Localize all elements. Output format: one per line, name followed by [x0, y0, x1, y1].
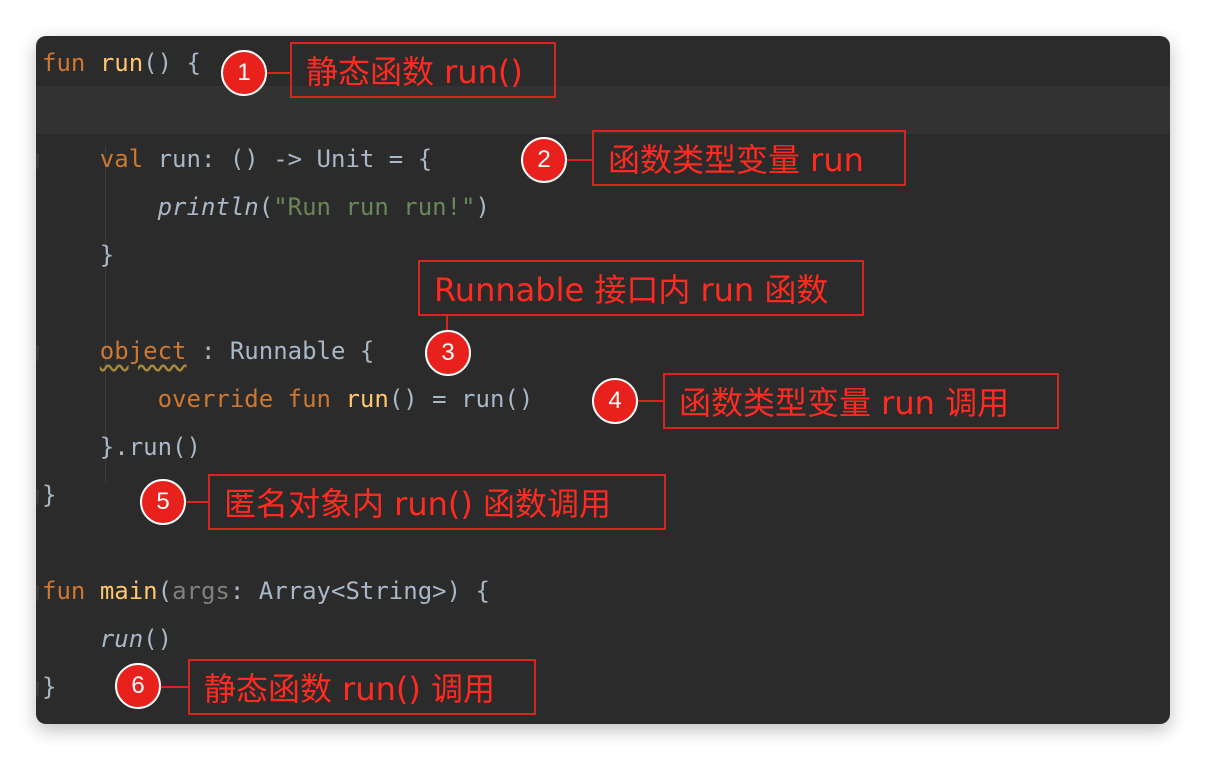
code-editor[interactable]: fun run() { val run: () -> Unit = { prin…: [36, 36, 1170, 724]
code-text: () = run(): [388, 385, 534, 413]
code-text: () {: [143, 49, 201, 77]
annotation-badge-3: 3: [425, 330, 471, 376]
fold-marker[interactable]: [36, 681, 39, 697]
code-text: ): [475, 193, 490, 221]
annotation-label-1: 静态函数 run(): [290, 42, 556, 98]
code-line-14[interactable]: }: [42, 663, 56, 711]
keyword-fun: fun: [287, 385, 331, 413]
annotation-connector: [267, 72, 290, 74]
parameter-args: args: [172, 577, 230, 605]
code-line-8[interactable]: override fun run() = run(): [42, 375, 534, 423]
code-text: (: [157, 577, 173, 605]
code-line-10[interactable]: }: [42, 471, 56, 519]
code-line-4[interactable]: println("Run run run!"): [42, 183, 490, 231]
annotation-label-6: 静态函数 run() 调用: [188, 659, 536, 715]
keyword-object: object: [99, 337, 187, 365]
code-line-1[interactable]: fun run() {: [42, 39, 201, 87]
code-line-5[interactable]: }: [42, 231, 114, 279]
code-text: }.run(): [99, 433, 201, 461]
function-name-main: main: [99, 577, 158, 605]
string-literal: "Run run run!": [273, 193, 476, 221]
code-text: run: () -> Unit = {: [143, 145, 433, 173]
annotation-badge-5: 5: [140, 479, 186, 525]
code-line-12[interactable]: fun main(args: Array<String>) {: [42, 567, 490, 615]
function-call-run: run: [99, 625, 144, 653]
annotation-label-2: 函数类型变量 run: [592, 130, 906, 186]
keyword-override: override: [157, 385, 274, 413]
code-text: : Array<String>) {: [229, 577, 490, 605]
function-name-run: run: [99, 49, 144, 77]
fold-marker[interactable]: [36, 585, 39, 601]
code-line-9[interactable]: }.run(): [42, 423, 201, 471]
annotation-connector: [161, 686, 188, 688]
function-call-println: println: [157, 193, 259, 221]
annotation-connector: [567, 159, 592, 161]
code-text: }: [42, 673, 57, 701]
code-text: (): [143, 625, 173, 653]
indent-guide: [105, 386, 106, 482]
fold-marker[interactable]: [36, 153, 39, 169]
annotation-badge-1: 1: [221, 50, 267, 96]
annotation-badge-2: 2: [521, 137, 567, 183]
keyword-fun: fun: [42, 49, 86, 77]
code-text: }: [42, 481, 57, 509]
annotation-badge-4: 4: [592, 378, 638, 424]
fold-marker[interactable]: [36, 489, 39, 505]
code-text: : Runnable {: [186, 337, 375, 365]
indent-guide: [105, 146, 106, 476]
keyword-fun: fun: [42, 577, 86, 605]
annotation-label-3: Runnable 接口内 run 函数: [418, 260, 864, 316]
annotation-badge-6: 6: [115, 663, 161, 709]
annotation-connector: [638, 400, 663, 402]
annotation-connector: [446, 316, 448, 330]
code-line-7[interactable]: object : Runnable {: [42, 327, 375, 375]
code-text: }: [99, 241, 115, 269]
keyword-val: val: [99, 145, 144, 173]
code-text: (: [258, 193, 274, 221]
code-line-3[interactable]: val run: () -> Unit = {: [42, 135, 432, 183]
annotation-label-5: 匿名对象内 run() 函数调用: [208, 474, 666, 530]
current-line-highlight: [36, 86, 1170, 134]
function-name-run: run: [345, 385, 389, 413]
annotation-connector: [186, 501, 208, 503]
fold-marker[interactable]: [36, 345, 39, 361]
annotation-label-4: 函数类型变量 run 调用: [663, 373, 1059, 429]
code-line-13[interactable]: run(): [42, 615, 172, 663]
